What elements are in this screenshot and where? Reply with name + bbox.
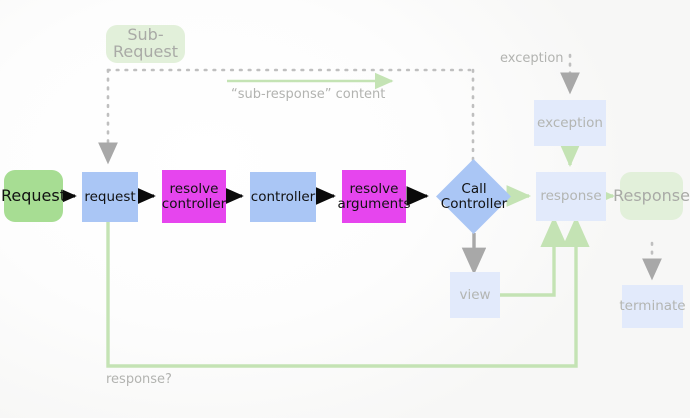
node-controller[interactable]: controller: [250, 172, 316, 222]
edge-request-to-response-loop: [106, 216, 590, 368]
node-view[interactable]: view: [450, 272, 500, 318]
node-call-controller-label-line1: Call: [461, 180, 487, 197]
node-terminate[interactable]: terminate: [619, 285, 686, 328]
node-response-terminal-label: Response: [613, 185, 690, 205]
node-resolve-arguments[interactable]: resolve arguments: [337, 170, 411, 223]
node-response-label: response: [540, 188, 602, 205]
node-request-terminal-label: Request: [1, 185, 66, 205]
label-exception-entry-text: exception: [500, 51, 564, 66]
label-response-question-text: response?: [106, 372, 172, 387]
node-view-label: view: [459, 286, 491, 303]
node-terminate-label: terminate: [619, 298, 686, 315]
node-response-terminal[interactable]: Response: [613, 172, 690, 220]
node-request[interactable]: request: [82, 172, 138, 222]
node-request-label: request: [84, 188, 136, 205]
node-sub-request[interactable]: Sub-Request: [106, 25, 185, 63]
node-exception[interactable]: exception: [534, 100, 606, 146]
node-resolve-controller-label-line2: controller: [161, 195, 227, 212]
node-call-controller[interactable]: Call Controller: [436, 159, 511, 234]
node-exception-label: exception: [537, 114, 603, 131]
node-sub-request-label: Sub-Request: [113, 25, 178, 61]
node-resolve-controller[interactable]: resolve controller: [162, 170, 226, 223]
node-response[interactable]: response: [536, 172, 606, 221]
node-resolve-controller-label-line1: resolve: [169, 181, 219, 198]
label-response-question: response?: [106, 372, 172, 387]
label-sub-response-content: “sub-response” content: [231, 87, 385, 102]
call-controller-label-wrap: Call Controller: [426, 170, 522, 223]
label-sub-response-content-text: “sub-response” content: [231, 87, 386, 102]
node-resolve-arguments-label-line1: resolve: [349, 181, 399, 198]
node-controller-label: controller: [250, 188, 316, 205]
node-call-controller-label-line2: Controller: [440, 195, 508, 212]
node-resolve-arguments-label-line2: arguments: [337, 195, 411, 212]
edge-view-to-response: [500, 216, 568, 297]
node-request-terminal[interactable]: Request: [1, 170, 66, 222]
label-exception-entry: exception: [500, 51, 564, 66]
